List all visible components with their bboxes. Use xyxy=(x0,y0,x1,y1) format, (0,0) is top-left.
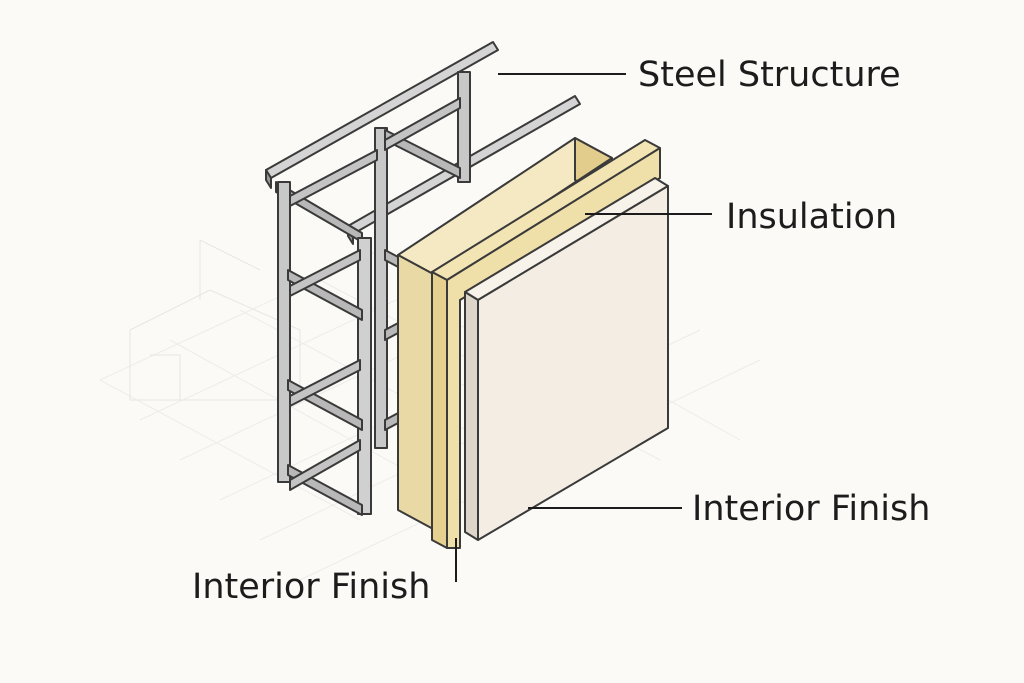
label-steel-structure: Steel Structure xyxy=(638,55,901,95)
steel-structure-frame xyxy=(265,41,581,516)
interior-finish-plank xyxy=(431,139,661,549)
steel-post xyxy=(374,127,388,449)
steel-post xyxy=(457,71,471,183)
interior-finish-board xyxy=(464,177,669,541)
label-insulation: Insulation xyxy=(726,197,898,237)
board-front-face xyxy=(477,185,669,541)
insulation-front-face xyxy=(397,254,436,531)
label-interior-finish-bottom: Interior Finish xyxy=(192,567,431,607)
label-interior-finish-right: Interior Finish xyxy=(692,489,931,529)
steel-post xyxy=(277,181,291,483)
board-side-edge xyxy=(464,291,479,541)
steel-post xyxy=(357,237,372,515)
leader-lines xyxy=(455,73,712,582)
